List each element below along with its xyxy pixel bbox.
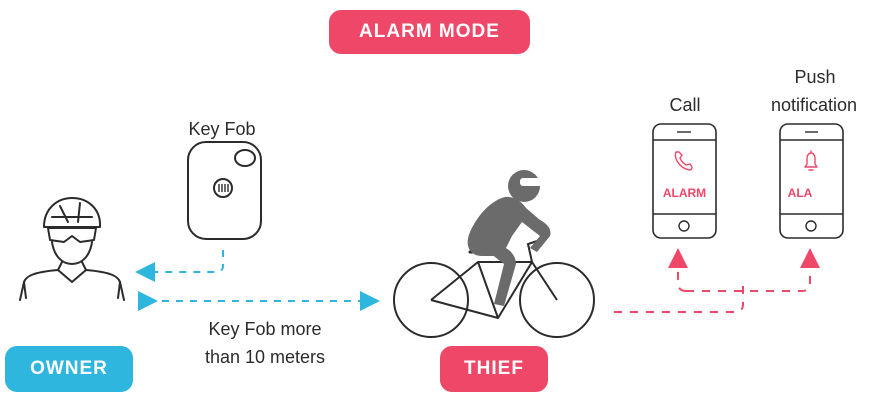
push-label-line1: Push — [794, 67, 836, 87]
push-label-line2: notification — [770, 95, 858, 115]
owner-icon — [19, 197, 125, 301]
keyfob-signal-line — [135, 250, 224, 282]
phone-push: ALA — [779, 123, 844, 239]
phone-call: ALARM — [652, 123, 717, 239]
thief-badge: THIEF — [440, 346, 548, 392]
keyfob-icon — [187, 141, 262, 240]
alarm-mode-badge: ALARM MODE — [329, 10, 530, 54]
keyfob-label: Key Fob — [188, 119, 256, 139]
distance-label-line1: Key Fob more — [208, 319, 322, 339]
phone-call-icon — [674, 151, 693, 171]
distance-label-line2: than 10 meters — [204, 347, 326, 367]
bell-icon — [804, 150, 818, 171]
phone-push-screen-text: ALA — [788, 186, 813, 200]
thief-bicycle-icon — [393, 170, 595, 338]
phone-call-screen-text: ALARM — [663, 186, 706, 200]
owner-badge: OWNER — [5, 346, 133, 392]
alert-line — [614, 248, 820, 313]
call-label: Call — [669, 95, 701, 115]
